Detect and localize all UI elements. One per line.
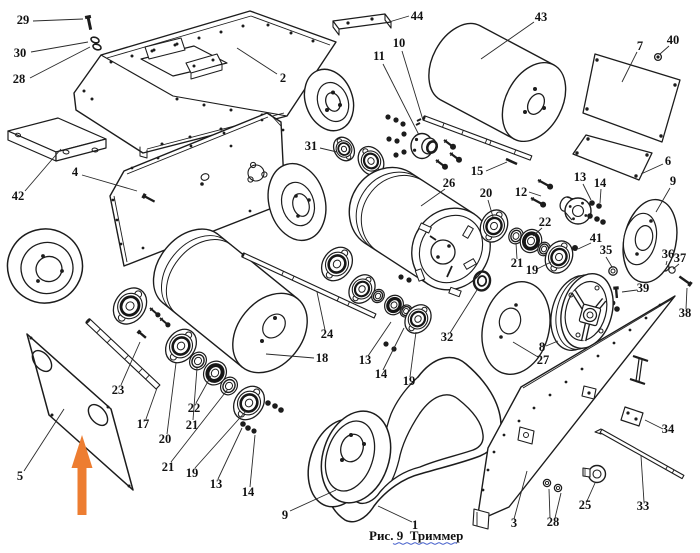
svg-text:27: 27 bbox=[537, 353, 550, 367]
svg-text:21: 21 bbox=[186, 418, 199, 432]
svg-text:24: 24 bbox=[321, 327, 334, 341]
svg-text:21: 21 bbox=[511, 256, 524, 270]
svg-text:21: 21 bbox=[162, 460, 175, 474]
svg-text:3: 3 bbox=[511, 516, 517, 530]
svg-text:2: 2 bbox=[280, 71, 286, 85]
svg-text:36: 36 bbox=[662, 247, 675, 261]
svg-text:7: 7 bbox=[637, 39, 643, 53]
svg-text:15: 15 bbox=[471, 164, 484, 178]
svg-text:12: 12 bbox=[515, 185, 528, 199]
svg-text:22: 22 bbox=[188, 401, 201, 415]
svg-text:32: 32 bbox=[441, 330, 454, 344]
svg-text:10: 10 bbox=[393, 36, 406, 50]
svg-text:1: 1 bbox=[412, 518, 418, 532]
svg-text:22: 22 bbox=[539, 215, 552, 229]
svg-text:20: 20 bbox=[159, 432, 172, 446]
svg-text:17: 17 bbox=[137, 417, 150, 431]
svg-text:14: 14 bbox=[242, 485, 255, 499]
svg-text:38: 38 bbox=[679, 306, 692, 320]
svg-text:14: 14 bbox=[594, 176, 607, 190]
svg-text:20: 20 bbox=[480, 186, 493, 200]
svg-text:29: 29 bbox=[17, 13, 30, 27]
svg-text:19: 19 bbox=[403, 374, 416, 388]
svg-text:19: 19 bbox=[186, 466, 199, 480]
svg-text:11: 11 bbox=[373, 49, 385, 63]
svg-text:4: 4 bbox=[72, 165, 79, 179]
svg-text:44: 44 bbox=[411, 9, 424, 23]
svg-text:30: 30 bbox=[14, 46, 27, 60]
svg-text:13: 13 bbox=[210, 477, 223, 491]
svg-text:28: 28 bbox=[13, 72, 26, 86]
svg-text:25: 25 bbox=[579, 498, 592, 512]
svg-text:43: 43 bbox=[535, 10, 548, 24]
svg-text:40: 40 bbox=[667, 33, 680, 47]
svg-text:19: 19 bbox=[526, 263, 539, 277]
svg-text:9: 9 bbox=[282, 508, 288, 522]
svg-text:35: 35 bbox=[600, 243, 613, 257]
svg-text:6: 6 bbox=[665, 154, 671, 168]
svg-text:26: 26 bbox=[443, 176, 456, 190]
svg-text:33: 33 bbox=[637, 499, 650, 513]
svg-text:34: 34 bbox=[662, 422, 675, 436]
svg-text:5: 5 bbox=[17, 469, 23, 483]
svg-text:23: 23 bbox=[112, 383, 125, 397]
svg-text:13: 13 bbox=[359, 353, 372, 367]
svg-text:13: 13 bbox=[574, 170, 587, 184]
svg-text:18: 18 bbox=[316, 351, 329, 365]
svg-text:14: 14 bbox=[375, 367, 388, 381]
svg-text:37: 37 bbox=[674, 251, 687, 265]
svg-text:Рис. 9 Триммер: Рис. 9 Триммер bbox=[369, 528, 463, 543]
svg-text:28: 28 bbox=[547, 515, 560, 529]
svg-text:41: 41 bbox=[590, 231, 603, 245]
svg-text:42: 42 bbox=[12, 189, 25, 203]
svg-text:9: 9 bbox=[670, 174, 676, 188]
svg-text:31: 31 bbox=[305, 139, 318, 153]
svg-text:39: 39 bbox=[637, 281, 650, 295]
svg-text:8: 8 bbox=[539, 340, 545, 354]
